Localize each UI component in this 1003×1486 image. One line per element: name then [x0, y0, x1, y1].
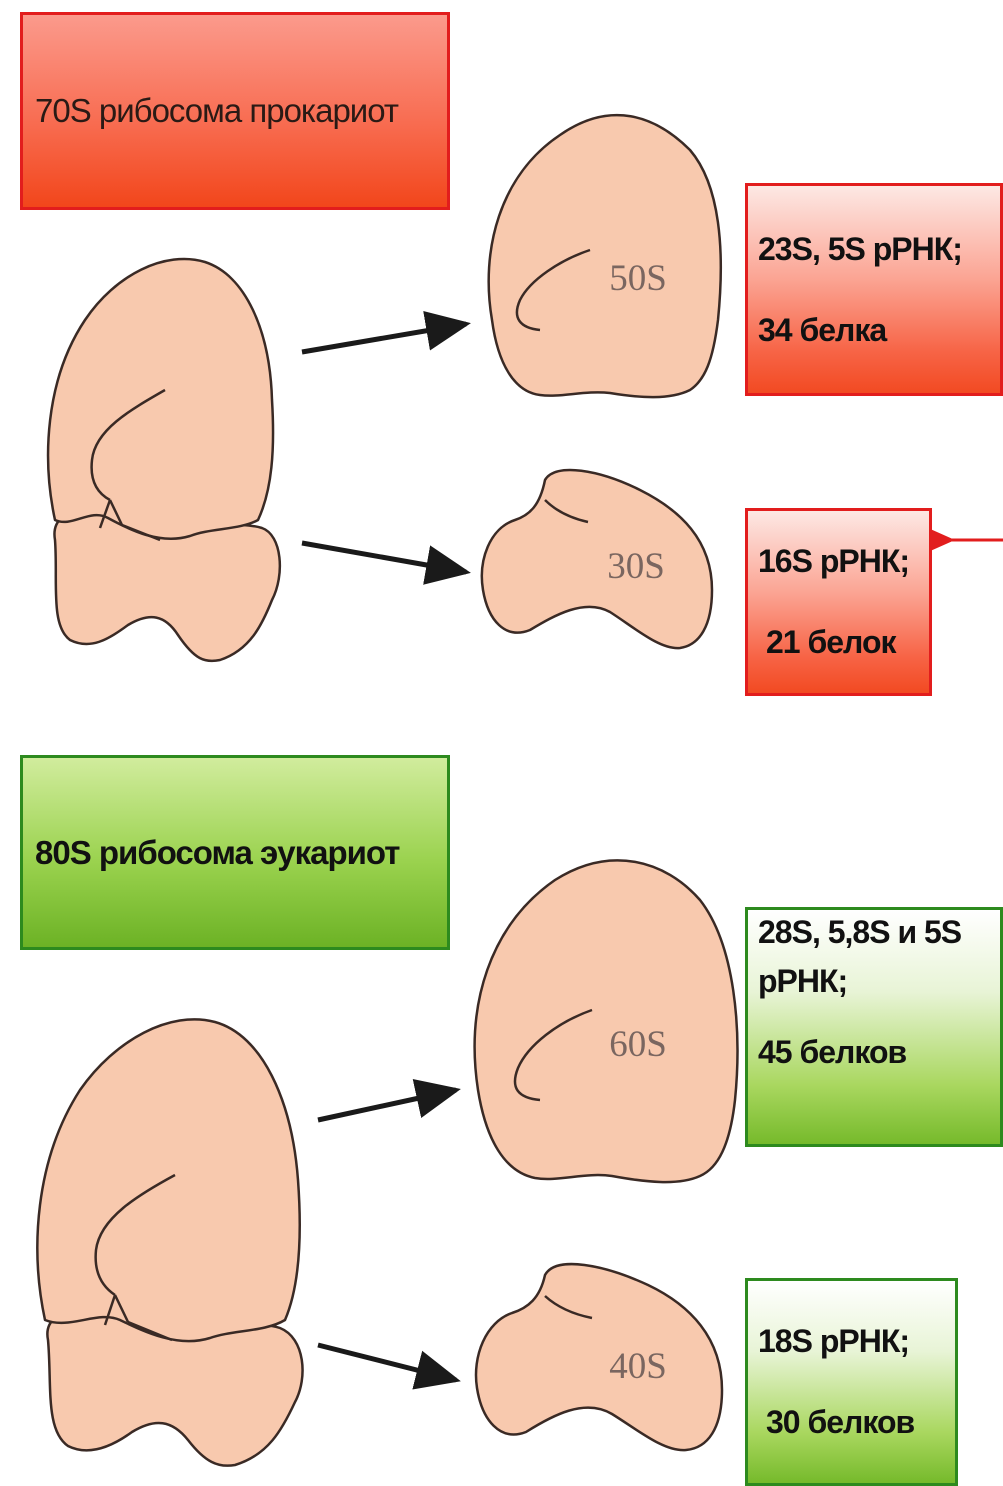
subunit-60s: 60S [475, 860, 738, 1182]
info-50s-rrna: 23S, 5S рРНК; [758, 231, 1000, 268]
ribosome-80s-whole [37, 1019, 302, 1465]
info-30s-proteins: 21 белок [758, 624, 929, 661]
info-box-60s: 28S, 5,8S и 5S рРНК; 45 белков [745, 907, 1003, 1147]
info-60s-proteins: 45 белков [758, 1034, 1000, 1071]
info-40s-rrna: 18S рРНК; [758, 1323, 955, 1360]
prokaryote-title-box: 70S рибосома прокариот [20, 12, 450, 210]
info-box-50s: 23S, 5S рРНК; 34 белка [745, 183, 1003, 396]
label-30s: 30S [607, 546, 665, 587]
info-30s-rrna: 16S рРНК; [758, 543, 929, 580]
label-40s: 40S [609, 1346, 667, 1387]
info-60s-rrna-cont: рРНК; [758, 963, 1000, 1000]
label-60s: 60S [609, 1024, 667, 1065]
label-50s: 50S [609, 258, 667, 299]
prokaryote-title: 70S рибосома прокариот [35, 92, 447, 130]
arrow-to-30s [302, 543, 466, 572]
info-50s-proteins: 34 белка [758, 312, 1000, 349]
subunit-30s: 30S [482, 470, 712, 648]
eukaryote-title: 80S рибосома эукариот [35, 834, 447, 872]
eukaryote-title-box: 80S рибосома эукариот [20, 755, 450, 950]
ribosome-70s-large-part [48, 259, 273, 539]
arrow-to-60s [318, 1090, 456, 1120]
info-box-40s: 18S рРНК; 30 белков [745, 1278, 958, 1486]
info-box-30s: 16S рРНК; 21 белок [745, 508, 932, 696]
subunit-40s: 40S [476, 1264, 722, 1450]
info-40s-proteins: 30 белков [758, 1404, 955, 1441]
subunit-50s: 50S [489, 115, 721, 397]
info-60s-rrna: 28S, 5,8S и 5S [758, 914, 1000, 951]
ribosome-70s-whole [48, 259, 280, 661]
arrow-to-50s [302, 324, 466, 352]
arrow-to-40s [318, 1345, 456, 1380]
ribosome-80s-large-part [37, 1019, 299, 1341]
